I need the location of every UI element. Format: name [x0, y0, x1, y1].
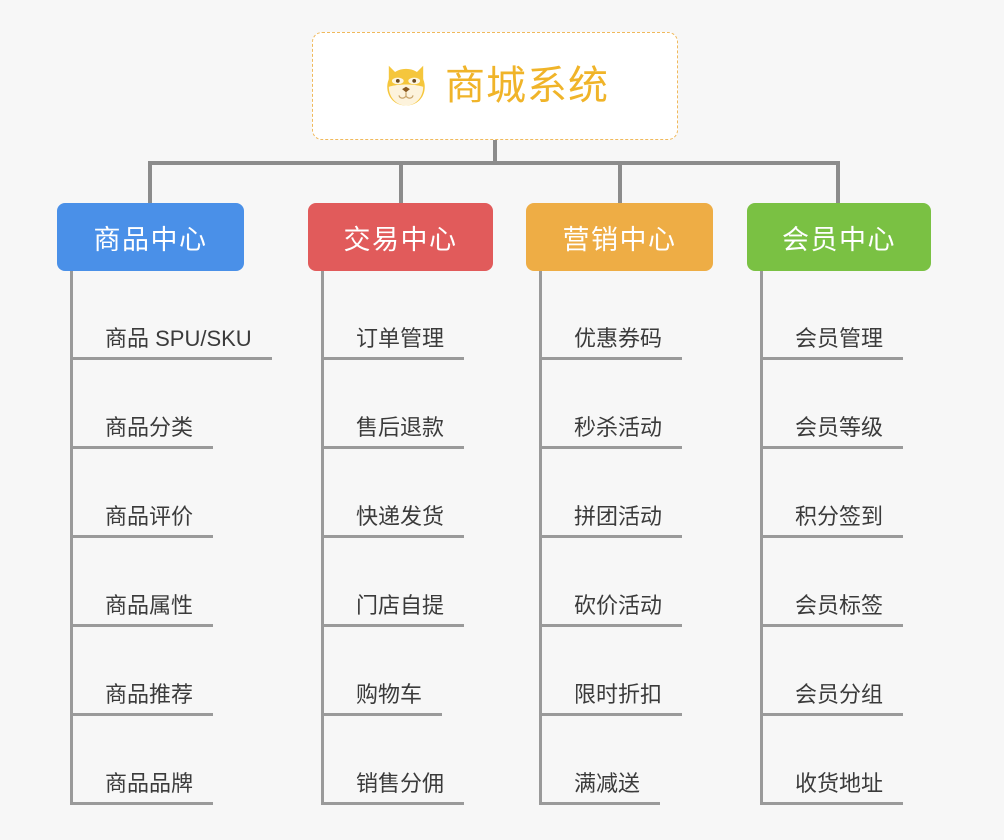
list-item[interactable]: 限时折扣: [542, 627, 713, 716]
list-item[interactable]: 优惠券码: [542, 271, 713, 360]
leaf-label: 满减送: [574, 770, 641, 796]
list-item[interactable]: 满减送: [542, 716, 713, 805]
leaf-list-shangpin: 商品 SPU/SKU 商品分类 商品评价 商品属性 商品推荐 商品品牌: [70, 271, 272, 805]
leaf-label: 砍价活动: [574, 592, 663, 618]
leaf-label: 商品属性: [105, 592, 194, 618]
leaf-label: 会员等级: [795, 414, 884, 440]
list-item[interactable]: 购物车: [324, 627, 493, 716]
shiba-dog-face-icon: [387, 65, 425, 106]
category-header-yingxiao[interactable]: 营销中心: [526, 203, 713, 271]
list-item[interactable]: 秒杀活动: [542, 360, 713, 449]
leaf-label: 销售分佣: [356, 770, 445, 796]
leaf-label: 限时折扣: [574, 681, 663, 707]
category-header-shangpin[interactable]: 商品中心: [57, 203, 244, 271]
category-label: 交易中心: [343, 224, 458, 255]
leaf-label: 商品推荐: [105, 681, 194, 707]
list-item[interactable]: 收货地址: [763, 716, 931, 805]
list-item[interactable]: 积分签到: [763, 449, 931, 538]
leaf-label: 门店自提: [356, 592, 445, 618]
leaf-label: 商品品牌: [105, 770, 194, 796]
root-title: 商城系统: [445, 64, 609, 108]
list-item[interactable]: 商品推荐: [73, 627, 272, 716]
list-item[interactable]: 会员标签: [763, 538, 931, 627]
list-item[interactable]: 快递发货: [324, 449, 493, 538]
leaf-label: 快递发货: [356, 503, 445, 529]
list-item[interactable]: 订单管理: [324, 271, 493, 360]
connector-drop-3: [618, 161, 622, 205]
list-item[interactable]: 商品 SPU/SKU: [73, 271, 272, 360]
root-node[interactable]: 商城系统: [312, 32, 678, 140]
list-item[interactable]: 门店自提: [324, 538, 493, 627]
branch-column-huiyuan: 会员中心 会员管理 会员等级 积分签到 会员标签 会员分组 收货地址: [747, 203, 931, 805]
leaf-list-jiaoyi: 订单管理 售后退款 快递发货 门店自提 购物车 销售分佣: [321, 271, 493, 805]
list-item[interactable]: 会员等级: [763, 360, 931, 449]
leaf-label: 会员标签: [795, 592, 884, 618]
leaf-label: 商品 SPU/SKU: [105, 325, 252, 351]
leaf-label: 积分签到: [795, 503, 884, 529]
leaf-label: 会员分组: [795, 681, 884, 707]
leaf-label: 售后退款: [356, 414, 445, 440]
leaf-label: 购物车: [356, 681, 423, 707]
connector-root-stem: [493, 140, 497, 164]
list-item[interactable]: 销售分佣: [324, 716, 493, 805]
list-item[interactable]: 售后退款: [324, 360, 493, 449]
category-header-jiaoyi[interactable]: 交易中心: [308, 203, 493, 271]
list-item[interactable]: 会员管理: [763, 271, 931, 360]
leaf-label: 订单管理: [356, 325, 445, 351]
leaf-label: 收货地址: [795, 770, 884, 796]
leaf-label: 商品分类: [105, 414, 194, 440]
connector-drop-2: [399, 161, 403, 205]
leaf-list-huiyuan: 会员管理 会员等级 积分签到 会员标签 会员分组 收货地址: [760, 271, 931, 805]
leaf-label: 商品评价: [105, 503, 194, 529]
list-item[interactable]: 拼团活动: [542, 449, 713, 538]
branch-column-shangpin: 商品中心 商品 SPU/SKU 商品分类 商品评价 商品属性 商品推荐 商品品牌: [57, 203, 272, 805]
leaf-label: 优惠券码: [574, 325, 663, 351]
category-label: 商品中心: [93, 224, 208, 255]
connector-horizontal-bus: [148, 161, 840, 165]
leaf-label: 会员管理: [795, 325, 884, 351]
connector-drop-1: [148, 161, 152, 205]
category-label: 会员中心: [782, 224, 896, 255]
list-item[interactable]: 商品评价: [73, 449, 272, 538]
list-item[interactable]: 会员分组: [763, 627, 931, 716]
leaf-label: 拼团活动: [574, 503, 663, 529]
list-item[interactable]: 商品属性: [73, 538, 272, 627]
branch-column-yingxiao: 营销中心 优惠券码 秒杀活动 拼团活动 砍价活动 限时折扣 满减送: [526, 203, 713, 805]
list-item[interactable]: 商品分类: [73, 360, 272, 449]
leaf-label: 秒杀活动: [574, 414, 663, 440]
category-label: 营销中心: [562, 224, 677, 255]
list-item[interactable]: 商品品牌: [73, 716, 272, 805]
branch-column-jiaoyi: 交易中心 订单管理 售后退款 快递发货 门店自提 购物车 销售分佣: [308, 203, 493, 805]
leaf-list-yingxiao: 优惠券码 秒杀活动 拼团活动 砍价活动 限时折扣 满减送: [539, 271, 713, 805]
connector-drop-4: [836, 161, 840, 205]
category-header-huiyuan[interactable]: 会员中心: [747, 203, 931, 271]
list-item[interactable]: 砍价活动: [542, 538, 713, 627]
